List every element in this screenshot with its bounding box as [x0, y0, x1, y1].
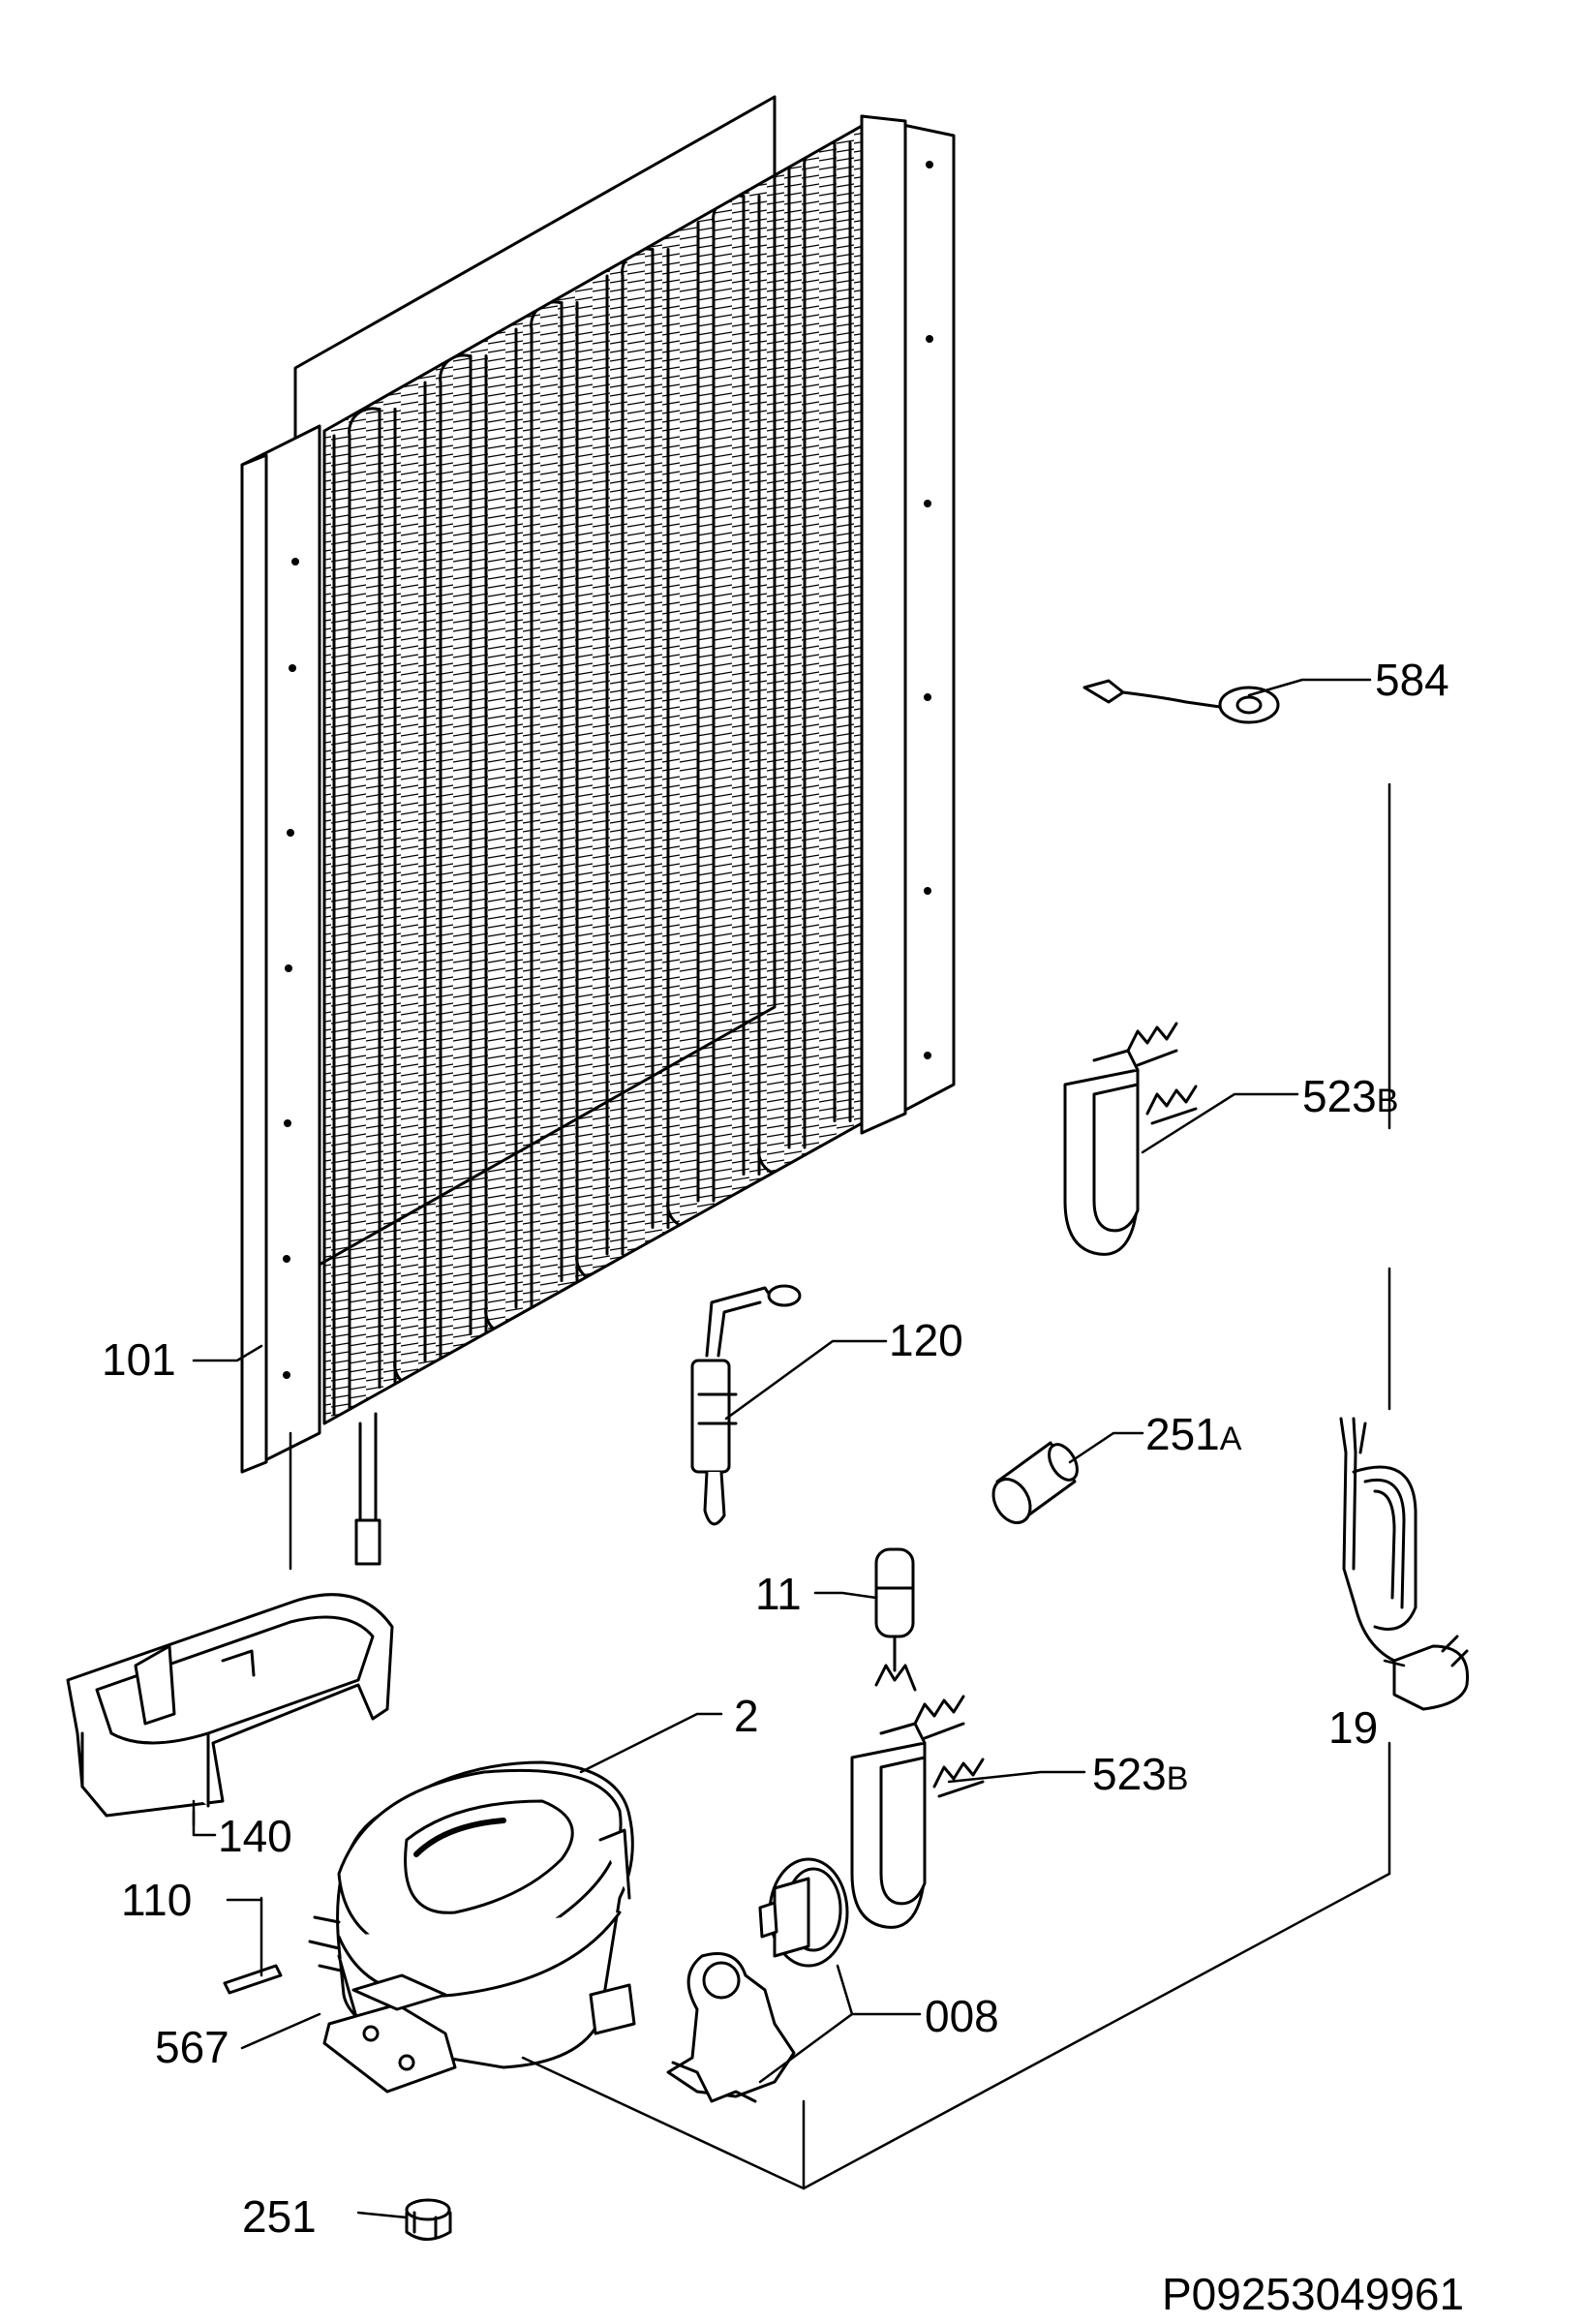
condenser-tube-bend [348, 407, 381, 438]
label-140: 140 [218, 1811, 292, 1861]
cable-clip-523b-bottom [850, 1695, 985, 1929]
power-cord [1339, 1417, 1470, 1711]
label-110: 110 [121, 1875, 192, 1925]
label-567: 567 [155, 2022, 229, 2072]
frame-rivet [291, 558, 299, 566]
document-id: P09253049961 [1162, 2269, 1464, 2319]
frame-rivet [924, 693, 931, 701]
label-19: 19 [1328, 1702, 1378, 1753]
label-251a: 251A [1145, 1409, 1242, 1459]
frame-rivet [924, 1052, 931, 1059]
frame-rivet [284, 1119, 291, 1127]
label-101: 101 [102, 1334, 176, 1385]
condenser-panel [240, 95, 956, 1566]
drip-tray [66, 1431, 394, 1818]
label-251: 251 [242, 2191, 317, 2242]
base-plate-outline [521, 1741, 1391, 2190]
compressor [308, 1760, 636, 2094]
label-584: 584 [1375, 655, 1449, 705]
pin-110 [223, 1964, 283, 1995]
starter-relay [666, 1857, 849, 2103]
frame-rivet [926, 161, 933, 168]
label-523b-bottom: 523B [1092, 1749, 1188, 1799]
frame-rivet [287, 829, 294, 837]
nut-251 [405, 2198, 452, 2241]
frame-rivet [289, 664, 296, 672]
label-2: 2 [734, 1691, 759, 1741]
frame-rivet [924, 500, 931, 507]
cap-251a [991, 1441, 1079, 1524]
frame-rivet [926, 335, 933, 343]
condenser-tube-bend [439, 353, 472, 384]
cable-clip-523b-top [1063, 1022, 1198, 1256]
sensor-11 [874, 1547, 917, 1692]
label-008: 008 [925, 1991, 999, 2041]
filter-drier [690, 1284, 802, 1526]
frame-rivet [285, 964, 292, 972]
leader-lines [192, 678, 1406, 2219]
frame-rivet [924, 887, 931, 895]
callout-labels: 584 523B 120 251A 101 11 2 19 140 523B 1… [102, 655, 1464, 2319]
label-523b-top: 523B [1302, 1071, 1398, 1121]
label-11: 11 [755, 1569, 802, 1619]
frame-rivet [283, 1255, 290, 1263]
thermostat-sensor-584 [1082, 679, 1280, 724]
label-120: 120 [889, 1315, 963, 1365]
frame-rivet [283, 1371, 290, 1379]
